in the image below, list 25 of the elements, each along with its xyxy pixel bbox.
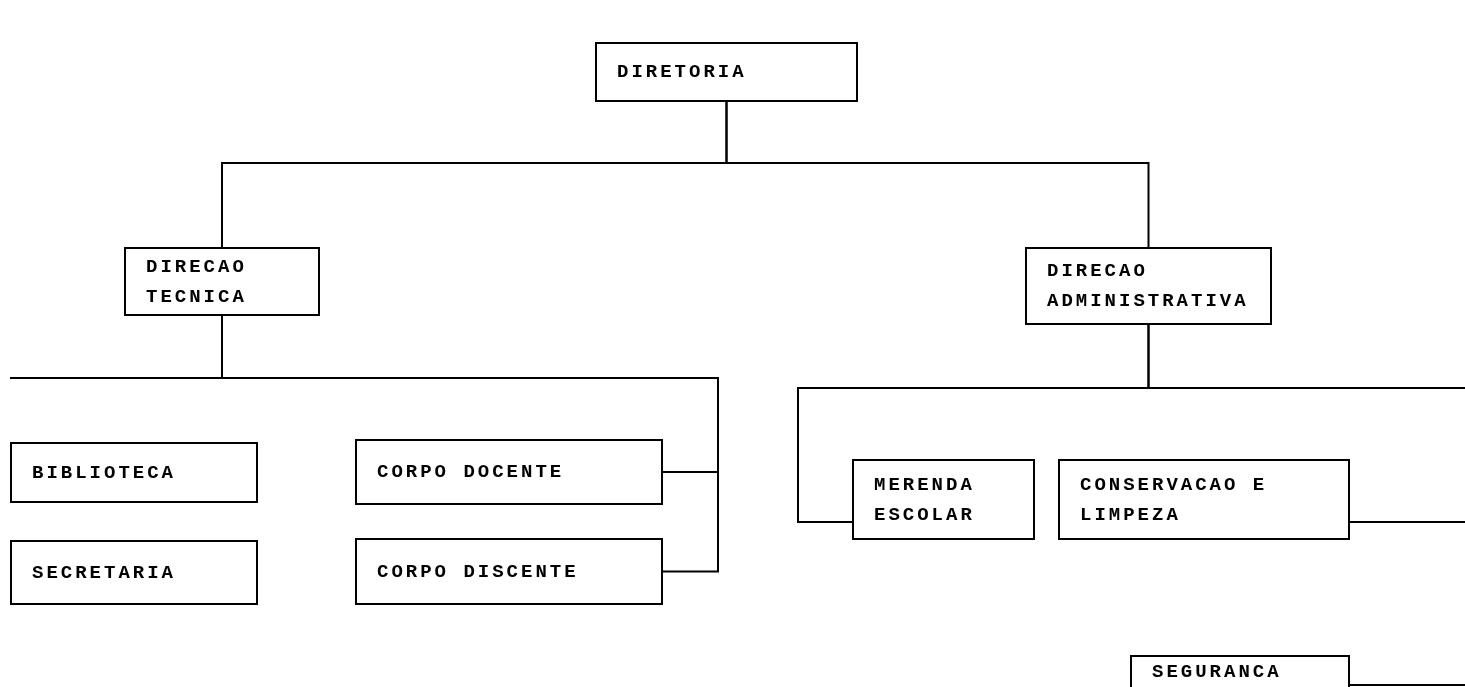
org-box (852, 459, 1035, 540)
box-label: DIRETORIA (617, 60, 748, 85)
connector-line (1349, 684, 1465, 686)
box-label: SECRETARIA (32, 560, 178, 586)
org-box (10, 540, 258, 605)
org-box (10, 442, 258, 503)
connector-line (1349, 521, 1465, 523)
org-box (355, 439, 663, 505)
org-box (124, 247, 320, 316)
org-box (355, 538, 663, 605)
org-box (1058, 459, 1350, 540)
box-label: CONSERVACAO E LIMPEZA (1080, 472, 1269, 528)
org-box (1025, 247, 1272, 325)
box-label: DIRECAO TECNICA (146, 254, 248, 310)
box-label: MERENDA ESCOLAR (874, 472, 976, 528)
connector-line (9, 315, 223, 379)
box-label: CORPO DISCENTE (377, 559, 580, 585)
org-box (595, 42, 858, 102)
connector-line (725, 101, 1150, 248)
box-label: DIRECAO ADMINISTRATIVA (1047, 259, 1250, 314)
connector-line (1147, 324, 1465, 389)
box-label: SEGURANCA (1152, 660, 1283, 685)
box-label: CORPO DOCENTE (377, 460, 566, 485)
box-label: BIBLIOTECA (32, 460, 178, 486)
org-box (1130, 655, 1350, 687)
